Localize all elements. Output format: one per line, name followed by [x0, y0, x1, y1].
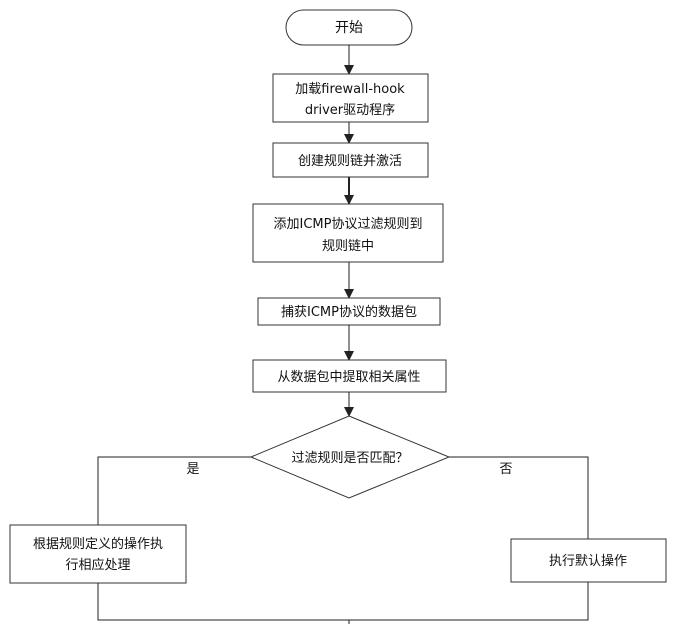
step-extract-attributes: 从数据包中提取相关属性: [252, 359, 447, 393]
step-add-icmp-rule-line1: 添加ICMP协议过滤规则到: [274, 217, 423, 232]
start-node: 开始: [285, 9, 413, 46]
decision-rule-match-label: 过滤规则是否匹配？: [291, 451, 408, 466]
decision-rule-match: 过滤规则是否匹配？: [249, 415, 451, 499]
yes-action-box: 根据规则定义的操作执 行相应处理: [9, 524, 187, 584]
no-label: 否: [499, 462, 512, 477]
step-capture-icmp: 捕获ICMP协议的数据包: [257, 297, 441, 326]
yes-action-line2: 行相应处理: [65, 557, 130, 573]
step-extract-attributes-label: 从数据包中提取相关属性: [277, 369, 420, 385]
step-add-icmp-rule-line2: 规则链中: [322, 239, 374, 254]
step-load-driver-line1: 加载firewall-hook: [295, 82, 405, 97]
start-label: 开始: [335, 20, 363, 36]
no-action-box: 执行默认操作: [510, 538, 667, 583]
yes-label: 是: [186, 462, 199, 477]
step-load-driver: 加载firewall-hook driver驱动程序: [272, 73, 429, 123]
step-add-icmp-rule: 添加ICMP协议过滤规则到 规则链中: [252, 203, 444, 263]
step-capture-icmp-label: 捕获ICMP协议的数据包: [281, 304, 417, 320]
yes-action-line1: 根据规则定义的操作执: [33, 536, 163, 552]
step-create-rule-chain: 创建规则链并激活: [272, 142, 429, 178]
merge-connector: [97, 582, 589, 621]
step-create-rule-chain-label: 创建规则链并激活: [298, 154, 402, 169]
yes-branch-connector: [97, 456, 251, 525]
step-load-driver-line2: driver驱动程序: [305, 103, 395, 118]
no-action-label: 执行默认操作: [549, 553, 627, 569]
no-branch-connector: [449, 456, 589, 539]
